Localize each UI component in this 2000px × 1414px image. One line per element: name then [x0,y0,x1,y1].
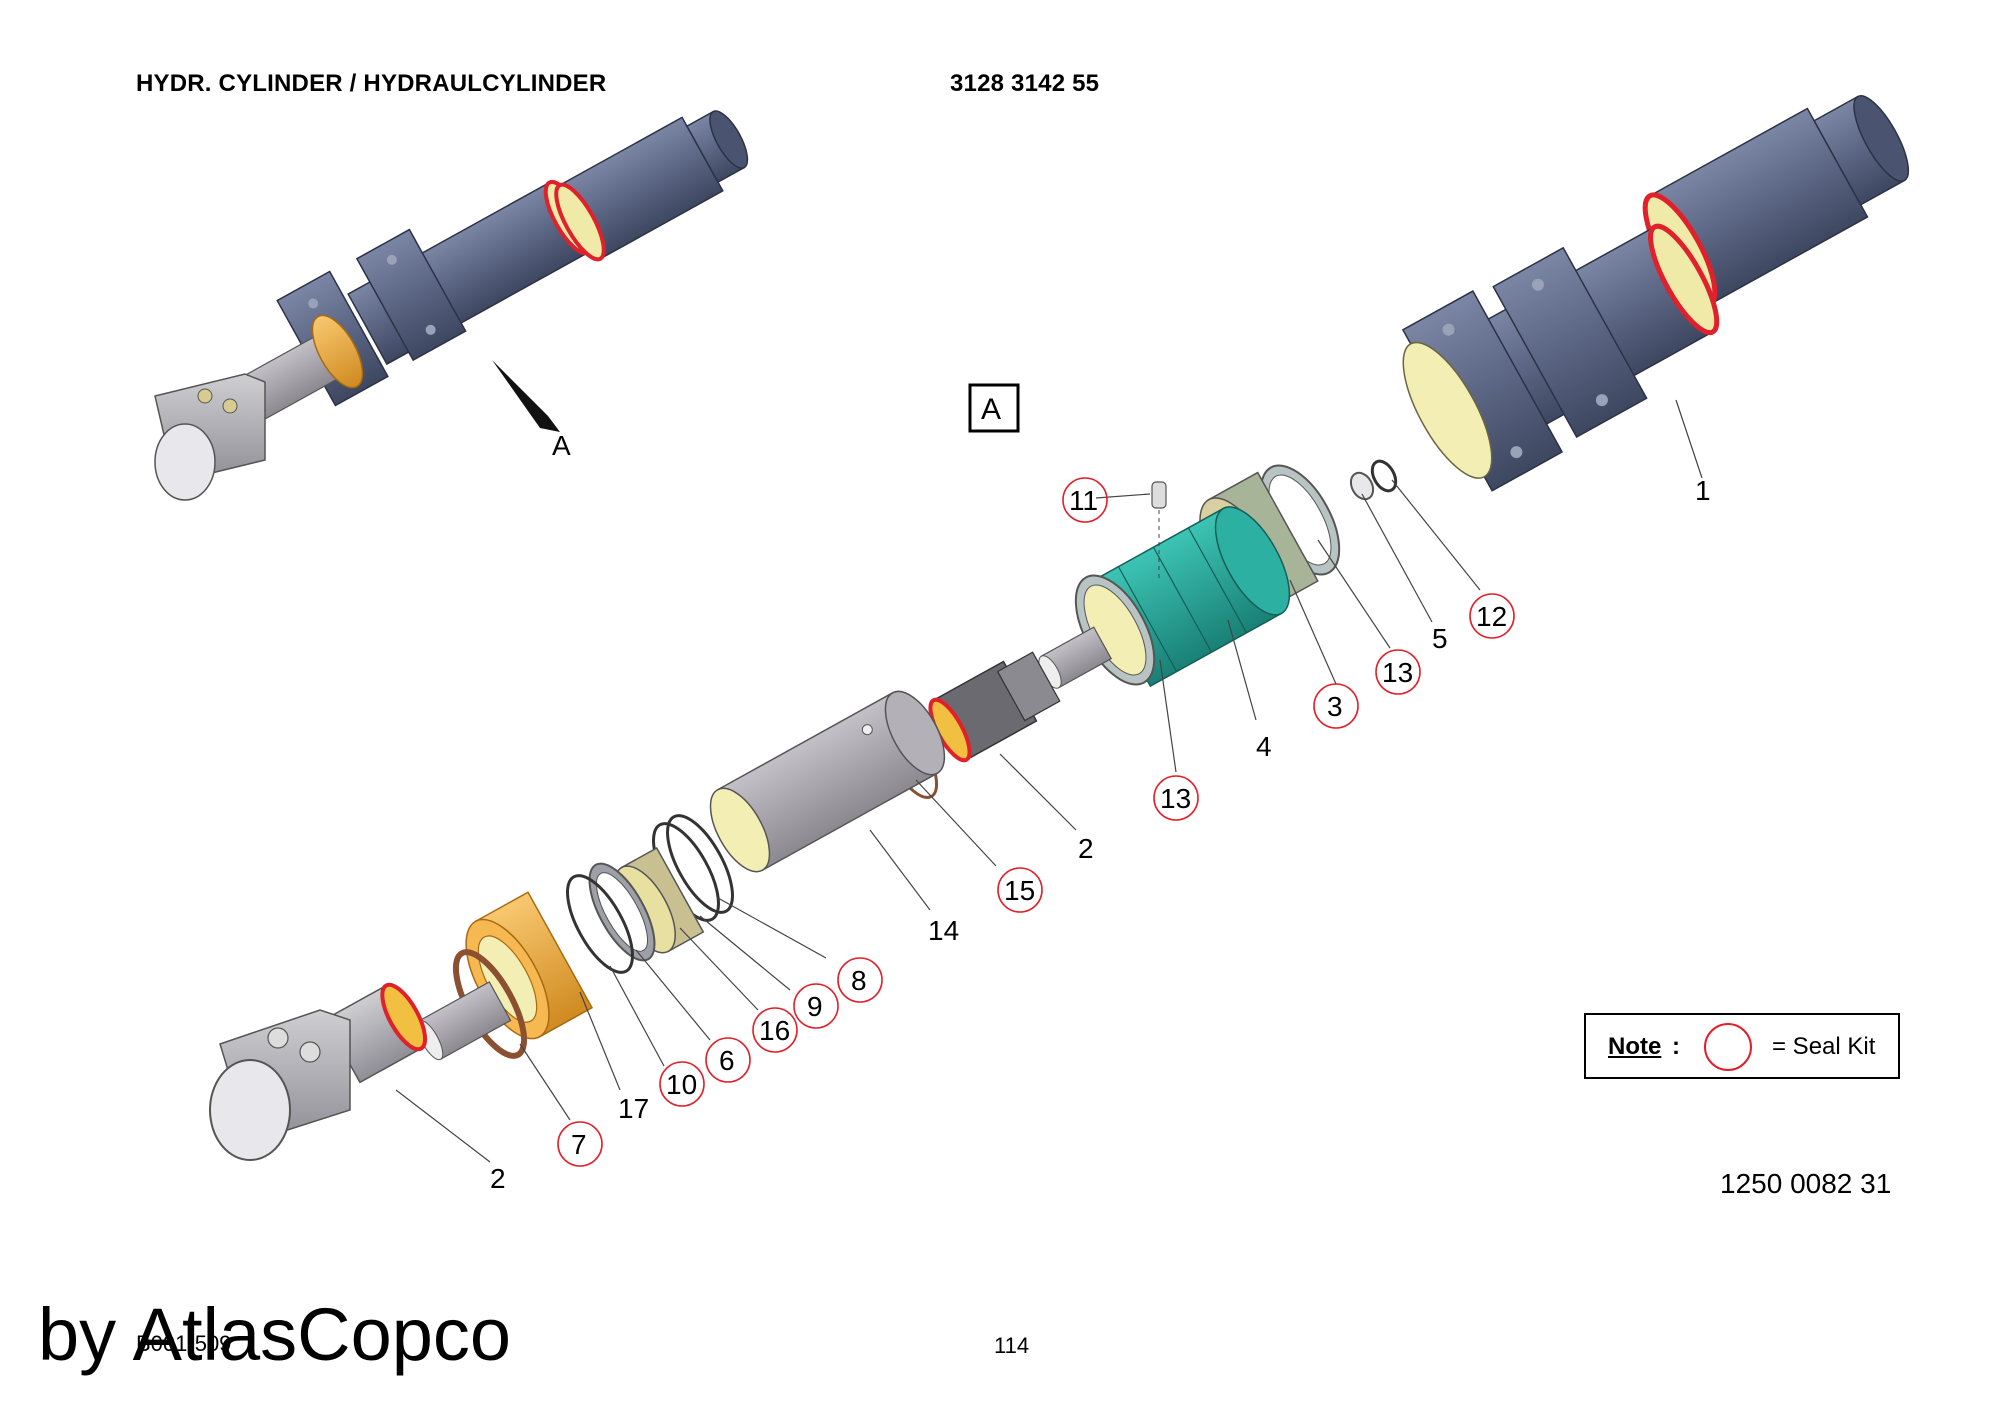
svg-text:13: 13 [1382,657,1413,688]
detail-arrow-label: A [552,430,571,461]
callouts: 1 2 2 3 4 5 6 7 8 9 10 11 12 13 13 14 15… [395,399,1711,1194]
svg-text:2: 2 [1078,833,1094,864]
svg-text:4: 4 [1256,731,1272,762]
assembled-view: A [154,110,749,501]
svg-text:11: 11 [1069,485,1098,516]
callout-2-mid: 2 [1078,833,1094,864]
callout-14: 14 [928,915,959,946]
part-number: 1250 0082 31 [1720,1168,1892,1199]
svg-text:16: 16 [759,1015,790,1046]
callout-13-upper: 13 [1375,649,1421,695]
callout-3: 3 [1313,683,1359,729]
seal-circle-icon [1704,1023,1752,1071]
svg-text:12: 12 [1476,601,1507,632]
callout-12: 12 [1469,593,1515,639]
page-number: 114 [994,1333,1030,1358]
callout-13-lower: 13 [1153,775,1199,821]
svg-text:13: 13 [1160,783,1191,814]
svg-text:14: 14 [928,915,959,946]
callout-11: 11 [1062,477,1108,523]
svg-text:3: 3 [1327,691,1343,722]
callout-17: 17 [618,1093,649,1124]
svg-text:17: 17 [618,1093,649,1124]
svg-text:7: 7 [571,1129,587,1160]
callout-16: 16 [752,1007,798,1053]
detail-marker-box [968,383,1020,433]
exploded-view [209,95,1910,1161]
callout-9: 9 [793,983,839,1029]
callout-10: 10 [659,1061,705,1107]
callout-6: 6 [705,1037,751,1083]
callout-15: 15 [997,867,1043,913]
note-colon: : [1672,1033,1680,1060]
callout-8: 8 [837,957,883,1003]
svg-text:9: 9 [807,991,823,1022]
note-label: Note [1608,1033,1662,1060]
svg-text:15: 15 [1004,875,1035,906]
callout-4: 4 [1256,731,1272,762]
callout-1: 1 [1695,475,1711,506]
svg-text:1: 1 [1695,475,1711,506]
callout-2-bottom: 2 [490,1163,506,1194]
svg-text:8: 8 [851,965,867,996]
seal-kit-legend: Note : = Seal Kit [1584,1013,1900,1079]
svg-text:10: 10 [666,1069,697,1100]
svg-text:2: 2 [490,1163,506,1194]
footer-code: B001-509 [136,1331,232,1356]
detail-marker-label: A [981,393,1001,426]
callout-7: 7 [557,1121,603,1167]
drawing-title: HYDR. CYLINDER / HYDRAULCYLINDER [136,70,607,97]
note-text: = Seal Kit [1772,1033,1876,1060]
watermark: by AtlasCopco [38,1293,512,1376]
callout-5: 5 [1432,623,1448,654]
svg-text:5: 5 [1432,623,1448,654]
svg-text:6: 6 [719,1045,735,1076]
document-number: 3128 3142 55 [950,70,1100,97]
